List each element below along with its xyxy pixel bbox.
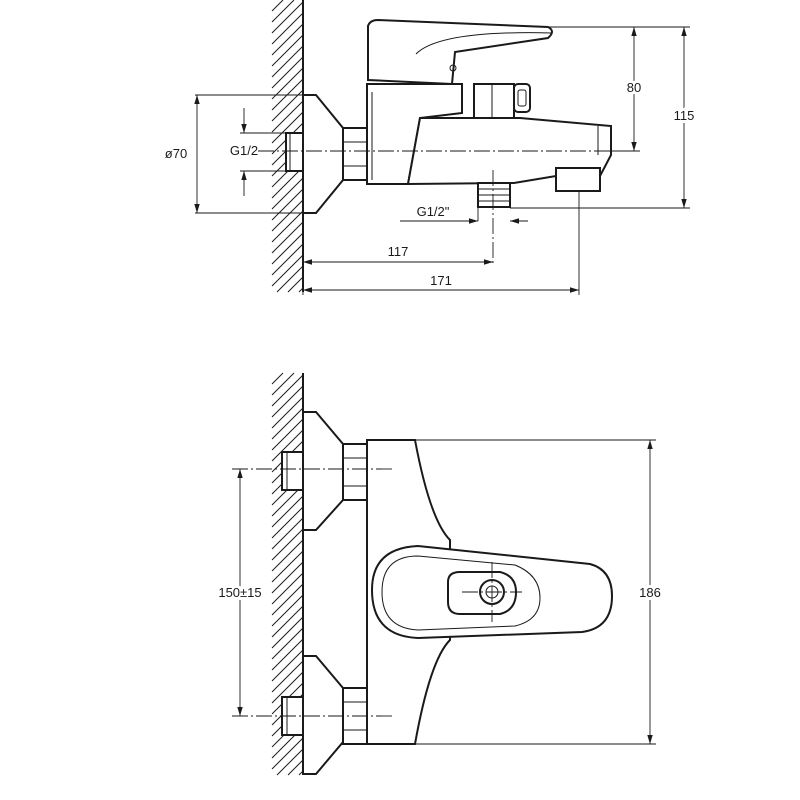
wall-hatch-line: [271, 254, 304, 287]
wall-hatch-line: [271, 221, 304, 254]
wall-hatch-line: [271, 56, 304, 89]
wall-hatch-line: [271, 372, 284, 385]
side-view: ø70 G1/2 G1/2" 117 171 80 115: [165, 0, 697, 295]
wall-hatch-line: [271, 177, 304, 210]
dim-inlet-thread-label: G1/2: [230, 143, 258, 158]
front-view: 150±15 186: [215, 372, 664, 776]
wall-hatch-line: [271, 1, 304, 34]
wall-hatch-line: [271, 605, 304, 638]
lever-handle-side: [367, 18, 553, 86]
wall-hatch-line: [271, 166, 304, 199]
wall-hatch-line: [271, 550, 304, 583]
wall-hatch-line: [271, 649, 304, 682]
wall-hatch-line: [271, 418, 304, 451]
wall-hatch-line: [271, 385, 304, 418]
wall-flange-upper: [302, 411, 344, 531]
wall-hatch-line: [271, 506, 304, 539]
wall-hatch-line: [271, 561, 304, 594]
wall-hatch-line: [271, 45, 304, 78]
dim-117-label: 117: [388, 244, 409, 259]
wall-hatch-line: [271, 495, 304, 528]
wall-hatch-line: [276, 748, 304, 776]
wall-hatch-line: [271, 660, 304, 693]
wall-hatch-line: [271, 539, 304, 572]
dim-80-label: 80: [627, 80, 641, 95]
wall-hatch-line: [271, 78, 304, 111]
dim-115-label: 115: [674, 108, 695, 123]
wall-hatch-line: [271, 188, 304, 221]
wall-hatch-line: [287, 759, 304, 776]
wall-hatch-line: [271, 232, 304, 265]
inlet-pipe-upper: [281, 451, 304, 491]
wall-hatch-line: [271, 572, 304, 605]
diverter-stem-side: [473, 83, 515, 119]
wall-hatch-line: [271, 111, 304, 144]
wall-flange-lower: [302, 655, 344, 775]
wall-hatch-line: [271, 429, 304, 462]
dim-height-label: 186: [639, 585, 661, 600]
diverter-knob-side: [513, 83, 531, 113]
wall-hatch-line: [271, 67, 304, 100]
wall-hatch-line: [271, 100, 304, 133]
dim-outlet-thread-label: G1/2": [417, 204, 450, 219]
wall-hatch-line: [271, 396, 304, 429]
wall-hatch-line: [271, 210, 304, 243]
wall-hatch-line: [271, 407, 304, 440]
wall-hatch-line: [271, 616, 304, 649]
wall-hatch-line: [271, 23, 304, 56]
wall-hatch-line: [271, 627, 304, 660]
wall-hatch-line: [271, 583, 304, 616]
hex-nut-upper: [342, 443, 368, 501]
wall-hatch-line: [271, 199, 304, 232]
wall-flange-side: [302, 94, 344, 214]
wall-hatch-line: [271, 0, 284, 12]
dim-171-label: 171: [430, 273, 452, 288]
wall-hatch-line: [271, 594, 304, 627]
wall-hatch-line: [271, 528, 304, 561]
dim-centers-label: 150±15: [218, 585, 261, 600]
wall-hatch-line: [271, 0, 295, 23]
wall-hatch-line: [271, 737, 304, 770]
wall-hatch-line: [271, 671, 304, 704]
wall-hatch-line: [271, 243, 304, 276]
wall-hatch-line: [271, 517, 304, 550]
wall-hatch-line: [276, 265, 304, 293]
dim-diameter-label: ø70: [165, 146, 187, 161]
wall-hatch-line: [271, 34, 304, 67]
wall-hatch-line: [271, 12, 304, 45]
inlet-pipe-side: [285, 132, 304, 172]
wall-hatch-line: [271, 638, 304, 671]
aerator-side: [555, 167, 601, 192]
wall-hatch-line: [298, 287, 304, 293]
hex-nut-side: [342, 127, 368, 181]
wall-hatch-line: [271, 372, 295, 396]
wall-hatch-line: [271, 374, 304, 407]
wall-hatch-line: [287, 276, 304, 293]
